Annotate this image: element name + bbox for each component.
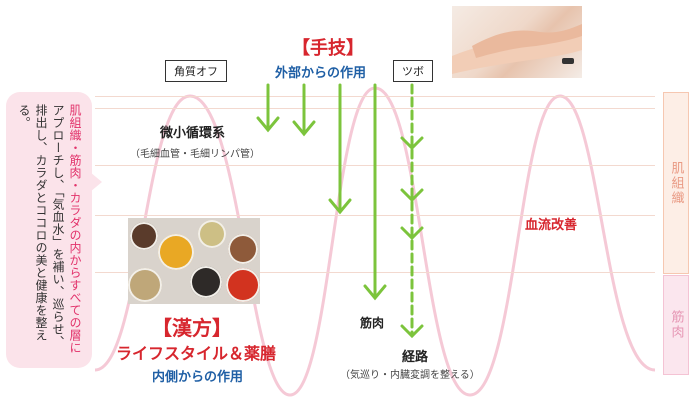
summary-text: 肌組織・筋肉・カラダの内からすべての層にアプローチし、「気血水」を補い、巡らせ、… xyxy=(15,104,83,354)
micro-circulation-sub: （毛細血管・毛細リンパ管） xyxy=(130,149,260,160)
lifestyle-diet-title: ライフスタイル＆薬膳 xyxy=(116,344,277,363)
bubble-tail xyxy=(90,172,102,192)
arrow-meridian-head xyxy=(400,136,424,151)
keratin-off-label: 角質オフ xyxy=(165,60,227,82)
kampo-title: 【漢方】 xyxy=(152,316,232,340)
layer-tag-skin-label: 肌組織 xyxy=(668,160,684,206)
arrow-meridian-head xyxy=(400,226,424,241)
meridian-sub: （気巡り・内臓変調を整える） xyxy=(340,370,480,381)
arrow-meridian-head xyxy=(400,188,424,203)
arrow-micro-head xyxy=(292,120,316,137)
blood-flow-label: 血流改善 xyxy=(525,218,578,233)
micro-circulation-label: 微小循環系 xyxy=(160,126,226,141)
external-action-label: 外部からの作用 xyxy=(275,66,367,81)
arrow-meridian-head xyxy=(400,324,424,339)
summary-highlight: 肌組織・筋肉・カラダの内からすべての層に xyxy=(68,104,82,354)
muscle-label: 筋肉 xyxy=(360,316,385,330)
layer-tag-muscle: 筋肉 xyxy=(663,275,689,375)
arrow-keratin-head xyxy=(256,116,280,133)
summary-bubble: 肌組織・筋肉・カラダの内からすべての層にアプローチし、「気血水」を補い、巡らせ、… xyxy=(6,92,92,368)
technique-title: 【手技】 xyxy=(292,38,364,59)
layer-tag-skin: 肌組織 xyxy=(663,92,689,274)
arrow-muscle-head xyxy=(363,284,387,301)
hands-massage-photo xyxy=(452,6,582,78)
spices-photo xyxy=(128,218,260,304)
meridian-label: 経路 xyxy=(402,350,429,365)
internal-action-label: 内側からの作用 xyxy=(152,370,244,385)
summary-rest: アプローチし、「気血水」を補い、巡らせ、排出し、カラダとココロの美と健康を整える… xyxy=(17,104,65,348)
arrow-deep-head xyxy=(328,198,352,215)
layer-tag-muscle-label: 筋肉 xyxy=(668,310,684,340)
acupoint-label: ツボ xyxy=(393,60,433,82)
